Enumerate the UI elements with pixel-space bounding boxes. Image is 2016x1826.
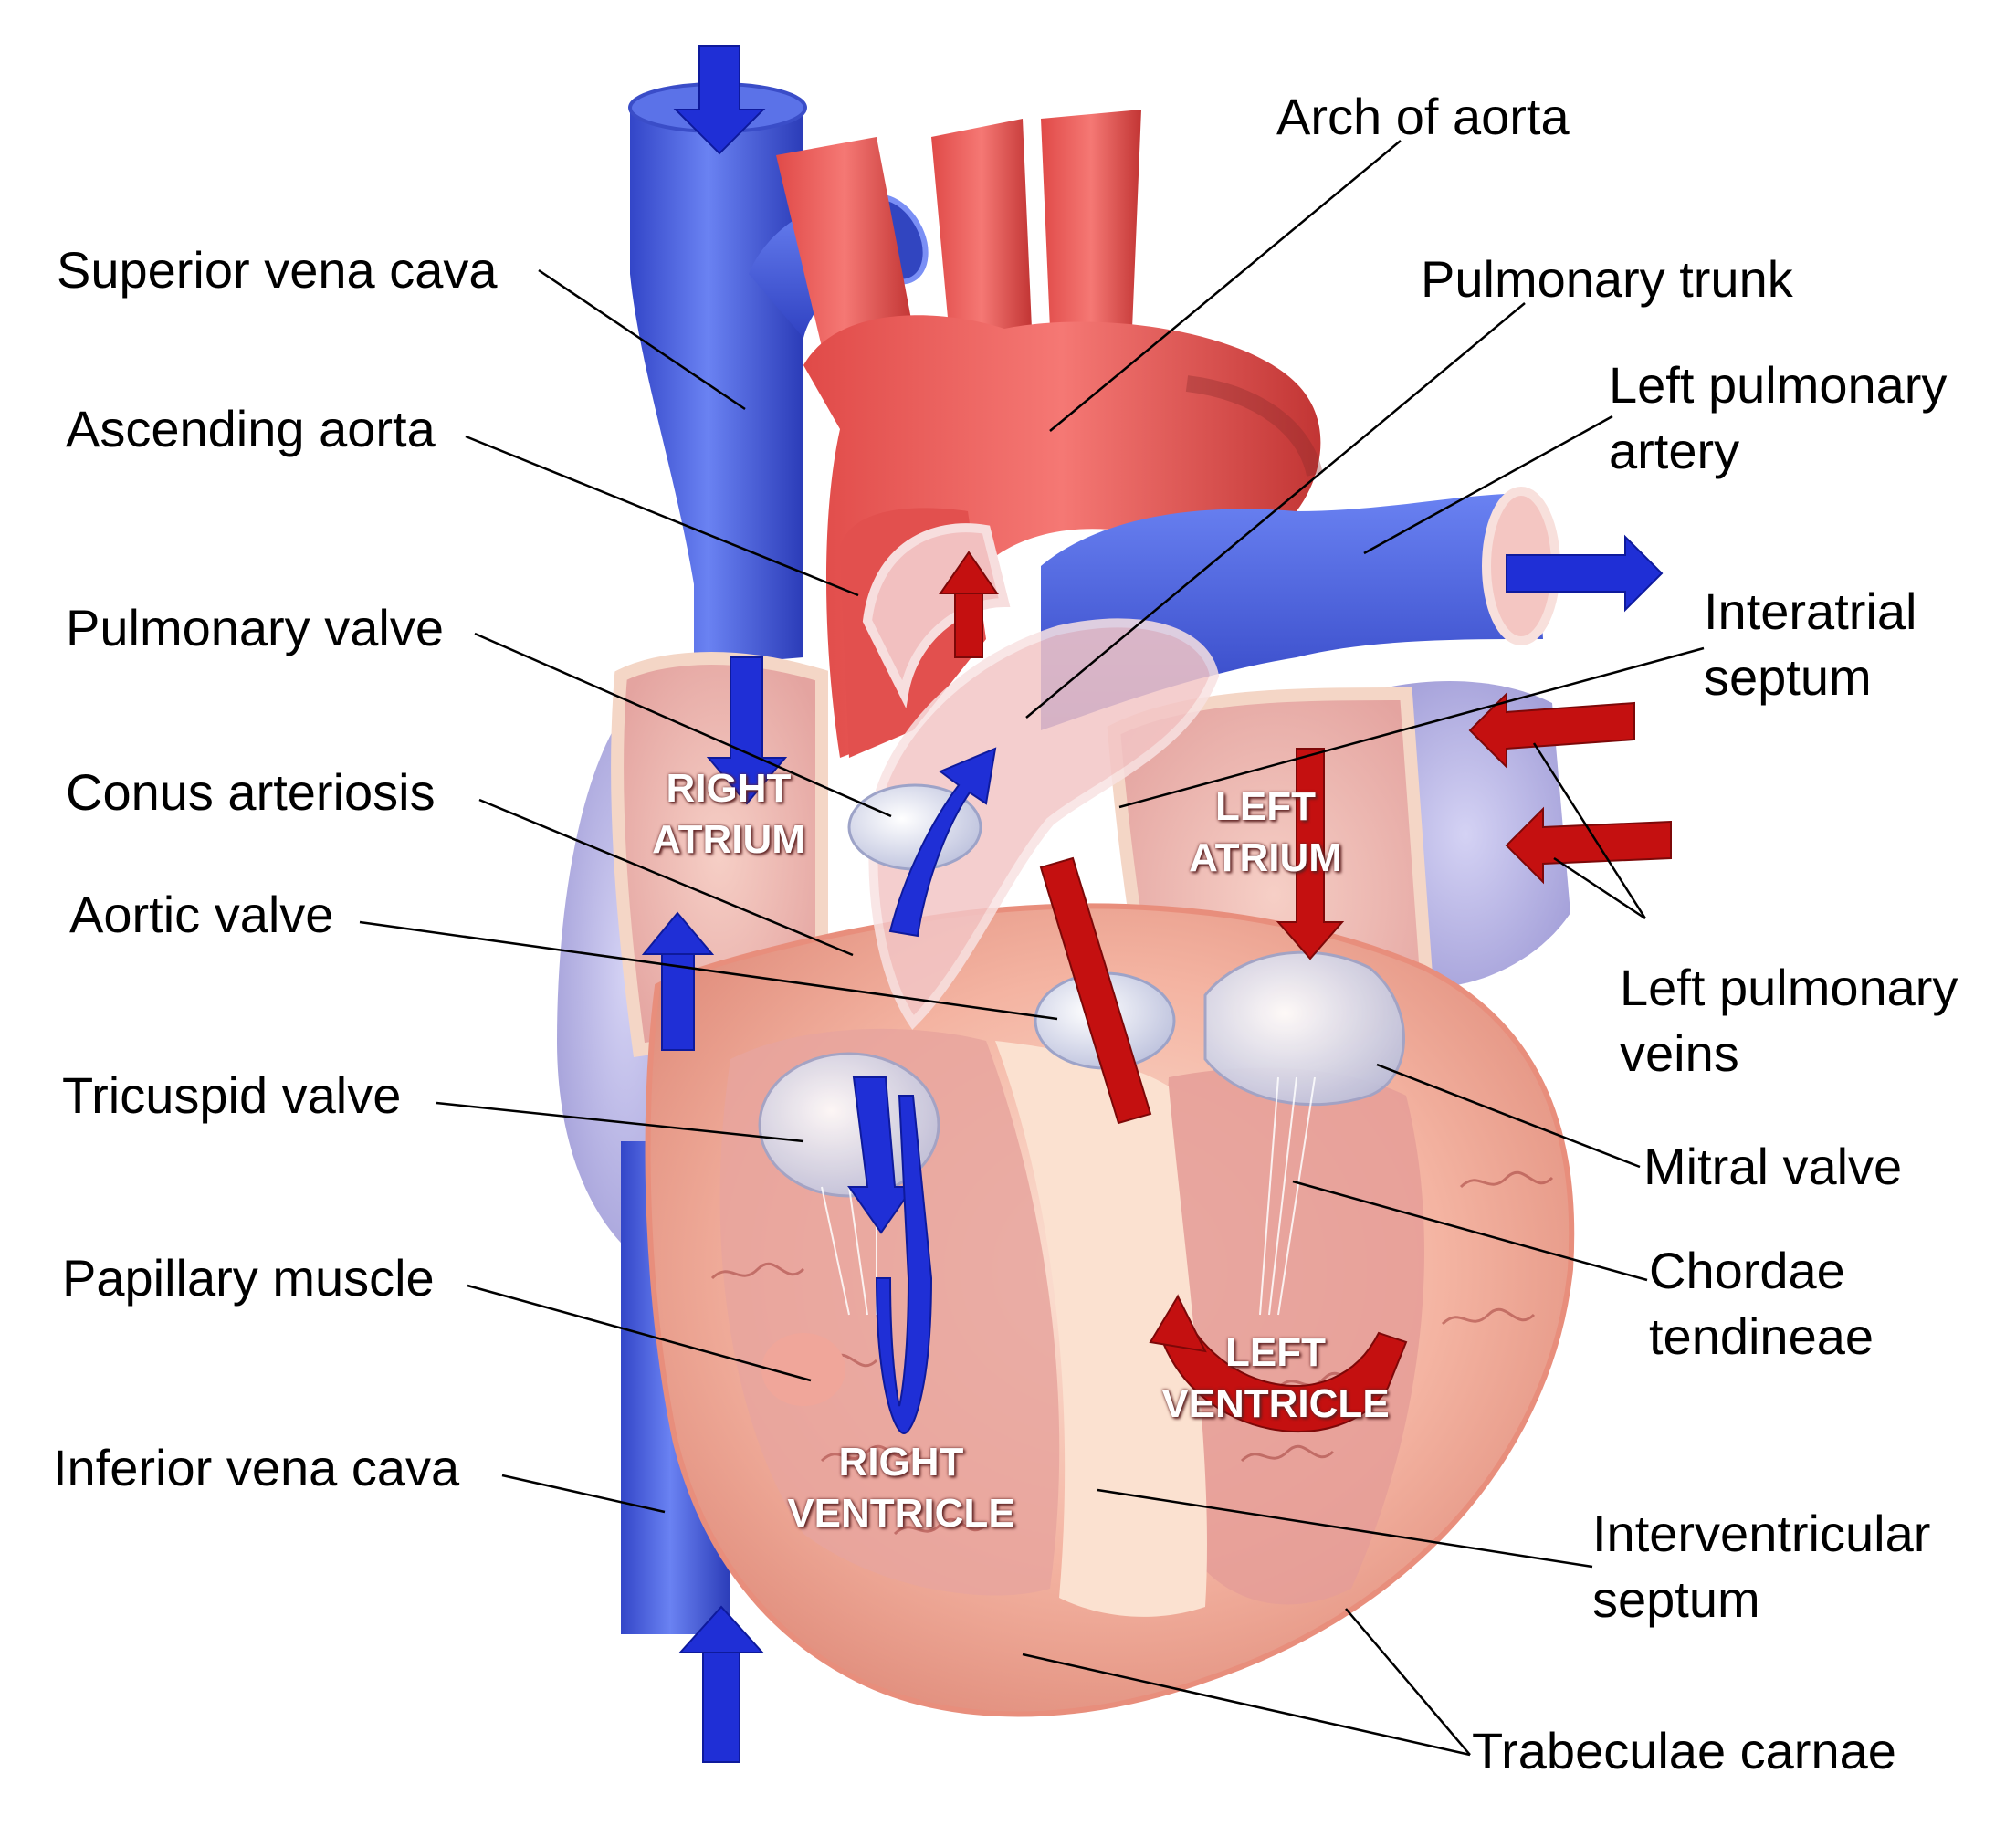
label-interatrial-septum-line1: Interatrial bbox=[1704, 582, 1917, 640]
tricuspid-valve-shape bbox=[758, 1052, 940, 1198]
label-left-pulmonary-artery: Left pulmonary artery bbox=[1609, 352, 1947, 484]
label-left-pulmonary-artery-line1: Left pulmonary bbox=[1609, 356, 1948, 414]
blood-flow-arrows-blue bbox=[641, 45, 1664, 1763]
trabeculae-texture bbox=[710, 1170, 1554, 1536]
label-tricuspid-valve: Tricuspid valve bbox=[62, 1066, 402, 1124]
chamber-left-atrium-line1: LEFT bbox=[1215, 784, 1316, 829]
leader-lines bbox=[359, 140, 1705, 1757]
label-left-pulmonary-artery-line2: artery bbox=[1609, 422, 1740, 479]
chamber-left-ventricle-line2: VENTRICLE bbox=[1161, 1381, 1390, 1426]
chamber-right-ventricle-line2: VENTRICLE bbox=[787, 1491, 1015, 1536]
chamber-left-ventricle-line1: LEFT bbox=[1225, 1330, 1326, 1375]
label-chordae-tendineae: Chordae tendineae bbox=[1649, 1238, 1874, 1370]
left-ventricle-cavity bbox=[1167, 1067, 1424, 1605]
chamber-left-ventricle: LEFT VENTRICLE bbox=[1143, 1328, 1408, 1430]
blood-flow-arrows-red bbox=[939, 551, 1672, 1432]
label-interventricular-septum-line2: septum bbox=[1592, 1570, 1760, 1628]
chamber-right-ventricle-line1: RIGHT bbox=[838, 1440, 964, 1485]
label-inferior-vena-cava: Inferior vena cava bbox=[53, 1439, 460, 1496]
chamber-right-atrium-line1: RIGHT bbox=[666, 766, 792, 811]
label-left-pulmonary-veins-line1: Left pulmonary bbox=[1620, 959, 1958, 1016]
chamber-right-ventricle: RIGHT VENTRICLE bbox=[769, 1437, 1034, 1539]
label-chordae-tendineae-line1: Chordae bbox=[1649, 1242, 1845, 1299]
pulmonary-trunk-vessel bbox=[868, 618, 1220, 1030]
label-ascending-aorta: Ascending aorta bbox=[66, 400, 436, 457]
label-pulmonary-trunk: Pulmonary trunk bbox=[1421, 250, 1793, 308]
chordae-strings bbox=[821, 1076, 1316, 1316]
label-arch-of-aorta: Arch of aorta bbox=[1276, 88, 1570, 145]
label-interventricular-septum: Interventricular septum bbox=[1592, 1501, 1930, 1632]
chamber-left-atrium: LEFT ATRIUM bbox=[1165, 782, 1366, 884]
label-papillary-muscle: Papillary muscle bbox=[62, 1249, 435, 1307]
label-interatrial-septum: Interatrial septum bbox=[1704, 579, 1916, 710]
mitral-valve-shape bbox=[1203, 950, 1405, 1107]
label-aortic-valve: Aortic valve bbox=[69, 886, 334, 943]
aortic-branch-2 bbox=[931, 119, 1032, 338]
superior-vena-cava-vessel bbox=[630, 90, 803, 667]
label-superior-vena-cava: Superior vena cava bbox=[57, 241, 498, 299]
chamber-left-atrium-line2: ATRIUM bbox=[1189, 835, 1342, 880]
label-left-pulmonary-veins: Left pulmonary veins bbox=[1620, 955, 1958, 1086]
papillary-muscle-shape bbox=[761, 1333, 845, 1406]
interventricular-septum-wall bbox=[995, 1041, 1207, 1617]
chamber-right-atrium: RIGHT ATRIUM bbox=[628, 763, 829, 866]
label-left-pulmonary-veins-line2: veins bbox=[1620, 1024, 1739, 1082]
label-chordae-tendineae-line2: tendineae bbox=[1649, 1307, 1874, 1365]
label-trabeculae-carnae: Trabeculae carnae bbox=[1472, 1722, 1896, 1779]
label-interatrial-septum-line2: septum bbox=[1704, 648, 1872, 706]
label-interventricular-septum-line1: Interventricular bbox=[1592, 1505, 1931, 1562]
label-pulmonary-valve: Pulmonary valve bbox=[66, 599, 444, 656]
label-conus-arteriosis: Conus arteriosis bbox=[66, 763, 436, 821]
aortic-branch-1 bbox=[776, 137, 913, 347]
aortic-branch-3 bbox=[1041, 110, 1141, 329]
chamber-right-atrium-line2: ATRIUM bbox=[652, 817, 805, 862]
label-mitral-valve: Mitral valve bbox=[1643, 1138, 1903, 1195]
